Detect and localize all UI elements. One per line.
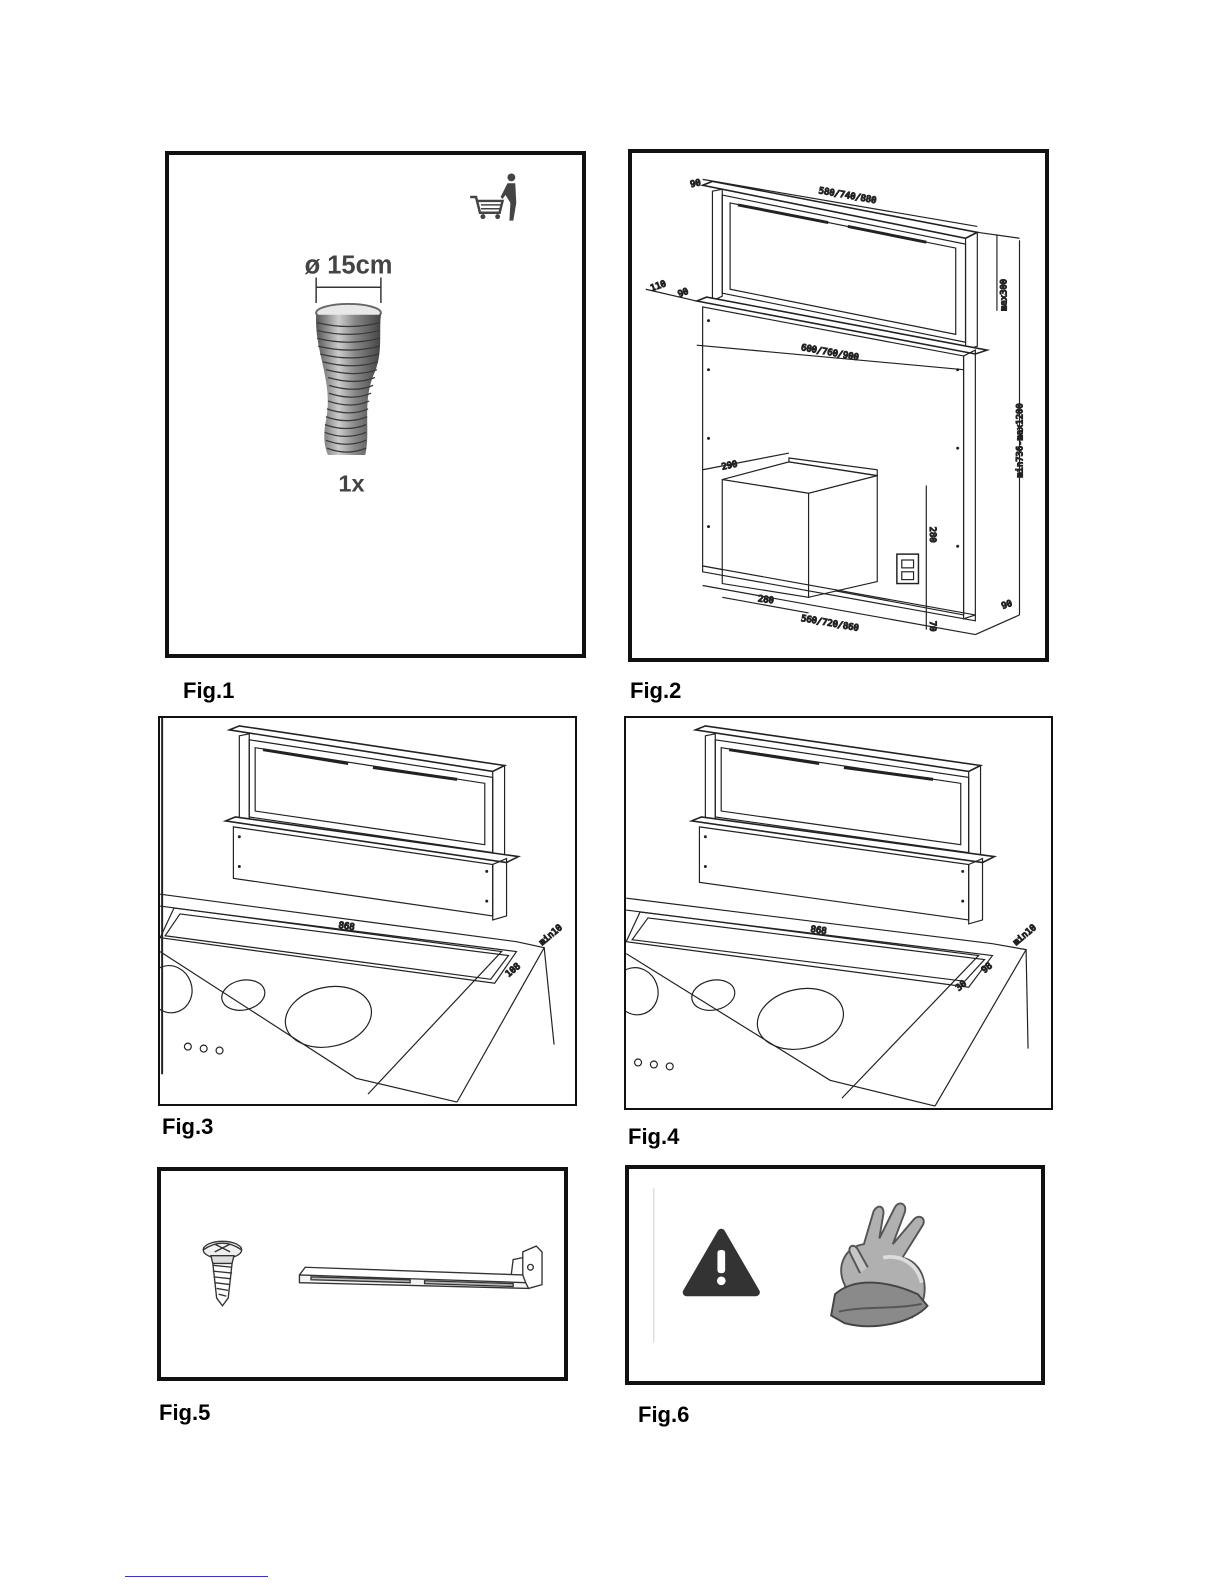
fig4-drawing: 868 98 30 min10: [626, 718, 1051, 1108]
fig5-panel: [157, 1167, 568, 1381]
dim-side-90: 90: [677, 287, 690, 300]
dim-base-70: 70: [927, 621, 937, 632]
fig4-panel: 868 98 30 min10: [624, 716, 1053, 1110]
fig3-panel: 868 108 min10: [158, 716, 577, 1106]
fig1-caption: Fig.1: [183, 678, 234, 704]
fig3-drawing: 868 108 min10: [160, 718, 575, 1104]
dim-cut-length: 868: [338, 921, 355, 933]
fig1-drawing: ø 15cm 1x: [169, 155, 582, 654]
fig5-drawing: [161, 1171, 564, 1377]
shopping-cart-person-icon: [470, 173, 516, 220]
dim-motor-depth: 290: [721, 460, 739, 473]
gloves-icon: [831, 1203, 927, 1326]
dim-base-depth: 90: [1000, 599, 1013, 612]
dim-body-width: 600/760/900: [800, 343, 859, 363]
quantity-label: 1x: [338, 470, 364, 496]
dim-total-height: min736-max1200: [1015, 403, 1025, 477]
dim-cut-min: min10: [1012, 923, 1039, 948]
footer-link-underline: [125, 1576, 268, 1577]
dim-top-depth: 90: [689, 178, 701, 190]
fig1-panel: ø 15cm 1x: [165, 151, 586, 658]
fig2-drawing: 90 580/740/880 max300 110 90 600/760/900…: [632, 153, 1045, 658]
dim-max-height: max300: [1000, 279, 1010, 311]
dim-cut-depth: 98: [980, 961, 995, 976]
dim-side-110: 110: [649, 279, 667, 294]
screw-icon: [203, 1241, 242, 1305]
dim-cut-min: min10: [538, 923, 565, 948]
fig2-panel: 90 580/740/880 max300 110 90 600/760/900…: [628, 149, 1049, 662]
fig6-panel: [625, 1165, 1045, 1385]
fig5-caption: Fig.5: [159, 1400, 210, 1426]
fig4-caption: Fig.4: [628, 1124, 679, 1150]
fig6-drawing: [629, 1169, 1041, 1381]
diameter-label: ø 15cm: [305, 252, 393, 280]
warning-icon: [687, 1233, 756, 1293]
dim-cut-depth: 108: [504, 962, 523, 980]
dim-base-width: 560/720/860: [800, 614, 859, 634]
dim-cut-side: 30: [954, 979, 969, 994]
fig6-caption: Fig.6: [638, 1402, 689, 1428]
fig3-caption: Fig.3: [162, 1114, 213, 1140]
bracket-icon: [299, 1246, 542, 1288]
flexible-hose-icon: [316, 304, 381, 455]
dim-motor-height: 280: [927, 527, 937, 543]
fig2-caption: Fig.2: [630, 678, 681, 704]
dim-cut-length: 868: [810, 925, 827, 937]
